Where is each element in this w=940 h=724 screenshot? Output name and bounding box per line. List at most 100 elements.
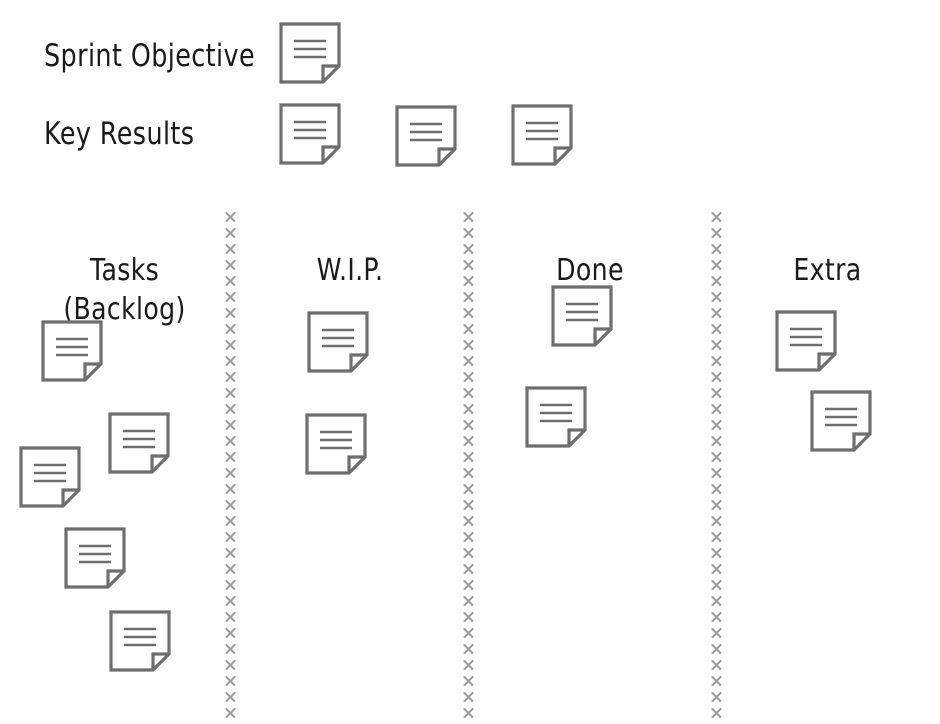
x-mark-icon (462, 416, 476, 432)
done-note-2[interactable] (525, 386, 587, 448)
x-mark-icon (224, 320, 238, 336)
x-mark-icon (710, 528, 724, 544)
x-mark-icon (710, 384, 724, 400)
column-header-backlog-text: Tasks (Backlog) (63, 253, 186, 327)
key-result-note-2[interactable] (395, 105, 457, 167)
x-mark-icon (710, 576, 724, 592)
x-mark-icon (462, 608, 476, 624)
extra-note-1[interactable] (775, 310, 837, 372)
x-mark-icon (224, 336, 238, 352)
wip-note-2[interactable] (305, 413, 367, 475)
x-mark-icon (224, 448, 238, 464)
x-mark-icon (462, 272, 476, 288)
x-mark-icon (224, 512, 238, 528)
row-label-sprint-objective: Sprint Objective (44, 38, 256, 74)
key-result-note-1[interactable] (279, 103, 341, 165)
x-mark-icon (462, 448, 476, 464)
x-mark-icon (462, 624, 476, 640)
x-mark-icon (462, 560, 476, 576)
x-mark-icon (462, 496, 476, 512)
x-mark-icon (462, 432, 476, 448)
x-mark-icon (710, 400, 724, 416)
wip-note-1[interactable] (307, 311, 369, 373)
x-mark-icon (462, 464, 476, 480)
backlog-note-4[interactable] (64, 527, 126, 589)
x-mark-icon (710, 608, 724, 624)
x-mark-icon (710, 320, 724, 336)
x-mark-icon (224, 416, 238, 432)
x-mark-icon (224, 400, 238, 416)
x-mark-icon (224, 208, 238, 224)
backlog-note-5[interactable] (109, 610, 171, 672)
x-mark-icon (224, 224, 238, 240)
x-mark-icon (224, 592, 238, 608)
x-mark-icon (224, 704, 238, 720)
x-mark-icon (462, 384, 476, 400)
x-mark-icon (462, 640, 476, 656)
x-mark-icon (710, 560, 724, 576)
x-mark-icon (710, 544, 724, 560)
x-mark-icon (224, 576, 238, 592)
x-mark-icon (224, 352, 238, 368)
x-mark-icon (710, 336, 724, 352)
x-mark-icon (462, 240, 476, 256)
x-mark-icon (710, 672, 724, 688)
x-mark-icon (710, 688, 724, 704)
x-mark-icon (224, 544, 238, 560)
extra-note-2[interactable] (810, 390, 872, 452)
x-mark-icon (462, 352, 476, 368)
column-header-done-text: Done (556, 253, 624, 289)
x-mark-icon (224, 608, 238, 624)
x-mark-icon (462, 512, 476, 528)
x-mark-icon (224, 480, 238, 496)
x-mark-icon (462, 528, 476, 544)
x-mark-icon (710, 704, 724, 720)
x-mark-icon (462, 656, 476, 672)
x-mark-icon (224, 384, 238, 400)
x-mark-icon (710, 480, 724, 496)
x-mark-icon (462, 224, 476, 240)
x-mark-icon (224, 304, 238, 320)
column-header-wip-text: W.I.P. (316, 253, 384, 289)
backlog-note-3[interactable] (19, 446, 81, 508)
x-mark-icon (224, 688, 238, 704)
x-mark-icon (462, 320, 476, 336)
x-mark-icon (462, 672, 476, 688)
x-mark-icon (710, 496, 724, 512)
x-mark-icon (224, 560, 238, 576)
row-label-key-results: Key Results (44, 116, 195, 152)
x-mark-icon (710, 656, 724, 672)
x-mark-icon (224, 368, 238, 384)
key-result-note-3[interactable] (511, 104, 573, 166)
x-mark-icon (224, 496, 238, 512)
x-mark-icon (710, 416, 724, 432)
x-mark-icon (710, 288, 724, 304)
divider-1 (224, 208, 238, 720)
x-mark-icon (710, 448, 724, 464)
x-mark-icon (462, 288, 476, 304)
divider-2 (462, 208, 476, 720)
x-mark-icon (710, 256, 724, 272)
x-mark-icon (224, 672, 238, 688)
x-mark-icon (224, 656, 238, 672)
x-mark-icon (462, 480, 476, 496)
x-mark-icon (710, 272, 724, 288)
sprint-objective-note-1[interactable] (279, 22, 341, 84)
x-mark-icon (224, 432, 238, 448)
x-mark-icon (462, 256, 476, 272)
backlog-note-2[interactable] (108, 412, 170, 474)
column-header-extra-text: Extra (793, 253, 862, 289)
done-note-1[interactable] (551, 285, 613, 347)
x-mark-icon (462, 704, 476, 720)
backlog-note-1[interactable] (41, 320, 103, 382)
x-mark-icon (224, 240, 238, 256)
x-mark-icon (710, 240, 724, 256)
x-mark-icon (710, 512, 724, 528)
x-mark-icon (224, 624, 238, 640)
x-mark-icon (710, 432, 724, 448)
column-header-extra: Extra (725, 214, 930, 329)
x-mark-icon (710, 640, 724, 656)
x-mark-icon (462, 592, 476, 608)
x-mark-icon (710, 208, 724, 224)
x-mark-icon (710, 352, 724, 368)
